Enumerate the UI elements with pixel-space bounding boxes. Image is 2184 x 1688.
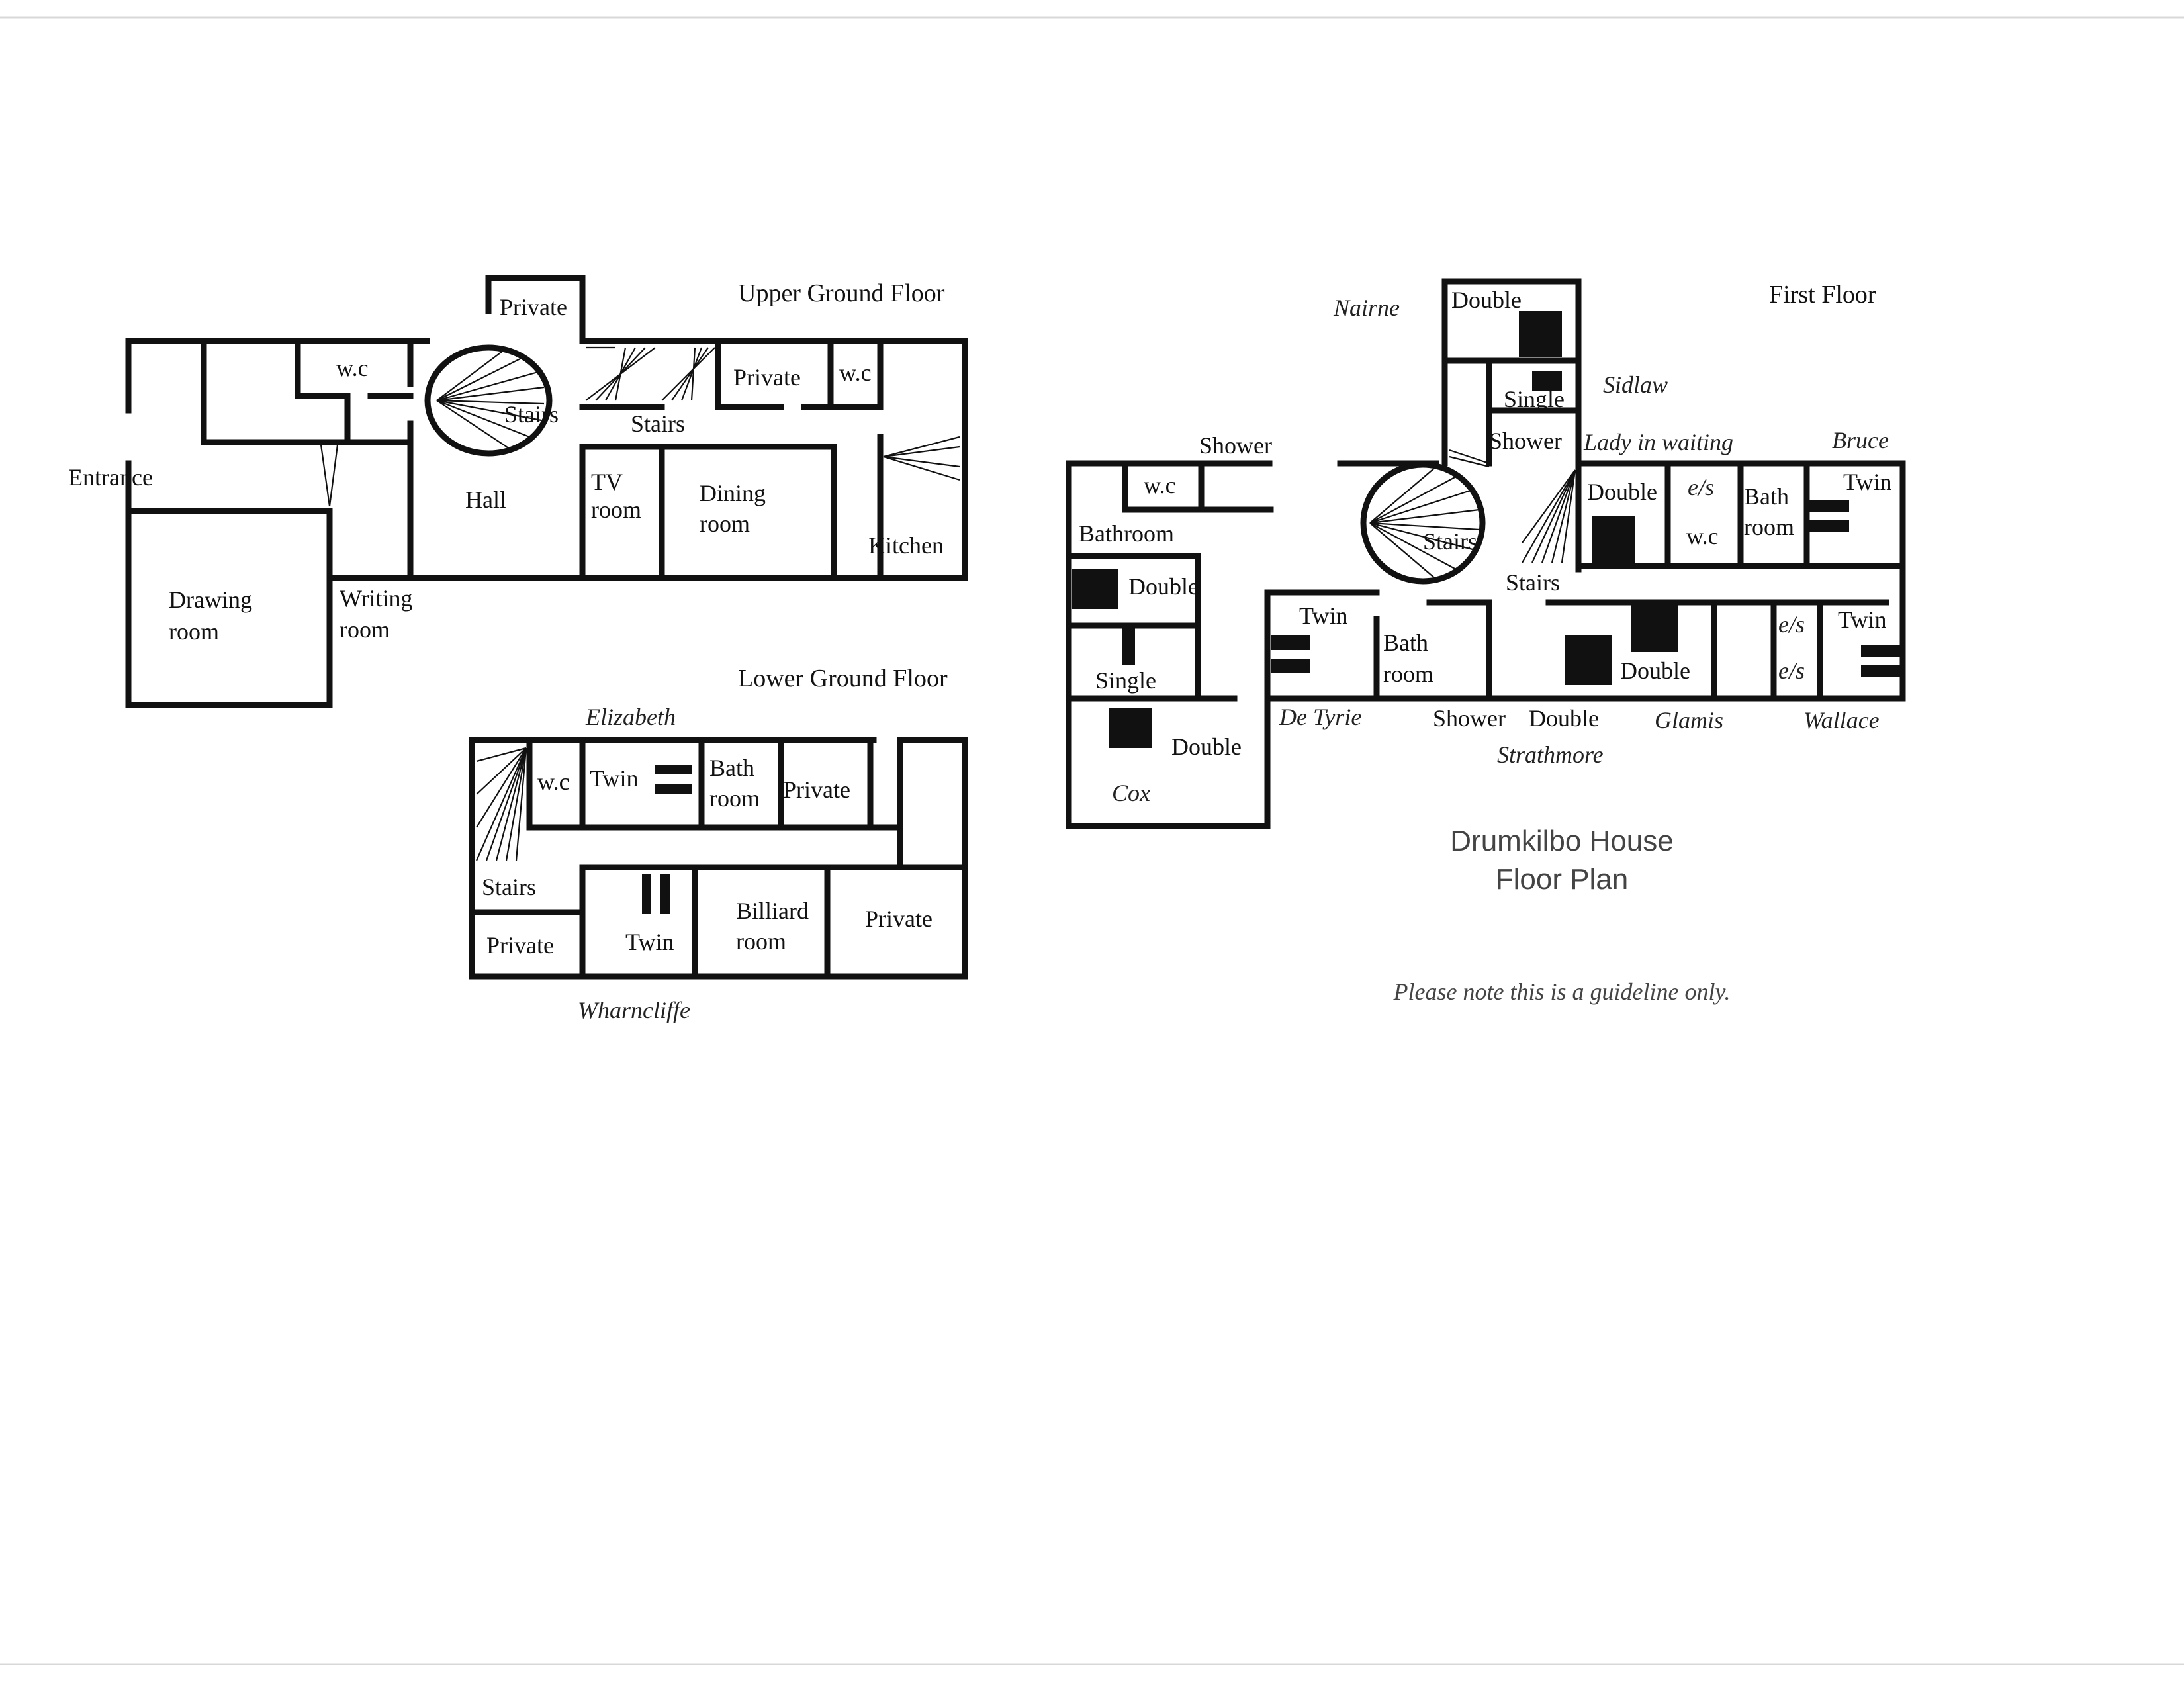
stairs-label: Stairs — [504, 401, 559, 428]
room-label-double: Double — [1451, 287, 1522, 313]
room-label-kitchen: Kitchen — [868, 532, 944, 559]
room-label-dining: room — [700, 510, 750, 537]
room-label-hall: Hall — [465, 487, 506, 513]
room-label-double: Double — [1587, 479, 1657, 505]
room-name-strathmore: Strathmore — [1497, 741, 1604, 768]
plan-subtitle: Floor Plan — [1496, 863, 1629, 896]
room-label-en-suite: e/s — [1688, 474, 1714, 500]
room-label-dining: Dining — [700, 480, 766, 506]
room-label-en-suite: e/s — [1778, 657, 1805, 684]
room-label-twin: Twin — [625, 929, 674, 955]
room-label-private: Private — [486, 932, 554, 959]
room-label-double: Double — [1620, 657, 1690, 684]
room-label-wc: w.c — [1686, 523, 1719, 549]
room-label-single: Single — [1095, 667, 1156, 694]
room-label-entrance: Entrance — [68, 464, 153, 491]
room-name-elizabeth: Elizabeth — [585, 704, 676, 730]
stairs-label: Stairs — [1506, 569, 1560, 596]
upper-ground-floor-plan: Upper Ground Floor Private w.c Stairs St… — [68, 275, 968, 708]
lower-ground-floor-plan: Lower Ground Floor Elizabeth w.c Twin Ba… — [469, 665, 968, 1023]
room-name-wharncliffe: Wharncliffe — [578, 997, 690, 1023]
room-label-twin: Twin — [590, 765, 638, 792]
room-label-writing: Writing — [340, 585, 413, 612]
room-label-twin: Twin — [1299, 602, 1347, 629]
room-label-twin: Twin — [1838, 606, 1886, 633]
room-label-wc: w.c — [839, 359, 872, 386]
room-label-billiard: Billiard — [736, 898, 809, 924]
room-name-cox: Cox — [1112, 780, 1150, 806]
guideline-note: Please note this is a guideline only. — [1393, 978, 1731, 1005]
room-label-drawing: Drawing — [169, 586, 252, 613]
room-label-shower: Shower — [1199, 432, 1272, 459]
stairs-label: Stairs — [1423, 528, 1477, 555]
room-label-private: Private — [733, 364, 801, 391]
room-name-lady-in-waiting: Lady in waiting — [1583, 429, 1733, 455]
room-label-bath: room — [709, 785, 760, 812]
room-label-en-suite: e/s — [1778, 611, 1805, 637]
room-label-wc: w.c — [1144, 472, 1176, 498]
room-label-tv: TV — [591, 469, 623, 495]
room-label-single: Single — [1504, 386, 1565, 412]
room-label-billiard: room — [736, 928, 786, 955]
house-title: Drumkilbo House — [1450, 825, 1673, 857]
room-label-drawing: room — [169, 618, 219, 645]
room-name-sidlaw: Sidlaw — [1603, 371, 1668, 398]
room-label-shower: Shower — [1433, 705, 1506, 731]
upper-ground-floor-title: Upper Ground Floor — [738, 279, 945, 307]
room-label-tv: room — [591, 496, 641, 523]
room-label-wc: w.c — [336, 355, 369, 381]
room-name-de-tyrie: De Tyrie — [1279, 704, 1361, 730]
room-label-private: Private — [783, 776, 850, 803]
room-label-bath: room — [1383, 661, 1433, 687]
room-label-bathroom: Bathroom — [1079, 520, 1174, 547]
room-label-bath: room — [1744, 514, 1794, 540]
room-label-bath: Bath — [1744, 483, 1789, 510]
room-label-double: Double — [1529, 705, 1599, 731]
room-label-double: Double — [1128, 573, 1199, 600]
room-label-twin: Twin — [1843, 469, 1891, 495]
room-label-shower: Shower — [1489, 428, 1562, 454]
room-label-bath: Bath — [1383, 630, 1428, 656]
room-label-private: Private — [865, 906, 933, 932]
stairs-label: Stairs — [631, 410, 685, 437]
room-name-wallace: Wallace — [1803, 707, 1880, 733]
stairs-label: Stairs — [482, 874, 536, 900]
room-name-glamis: Glamis — [1655, 707, 1723, 733]
room-label-writing: room — [340, 616, 390, 643]
room-name-nairne: Nairne — [1333, 295, 1400, 321]
room-label-double: Double — [1171, 733, 1242, 760]
first-floor-title: First Floor — [1769, 281, 1876, 308]
first-floor-plan: First Floor Nairne Double Sidlaw Single … — [1066, 278, 1906, 829]
lower-ground-floor-title: Lower Ground Floor — [738, 665, 948, 692]
room-label-bath: Bath — [709, 755, 754, 781]
room-label-private: Private — [500, 294, 567, 320]
room-name-bruce: Bruce — [1832, 427, 1889, 453]
room-label-wc: w.c — [537, 769, 570, 795]
